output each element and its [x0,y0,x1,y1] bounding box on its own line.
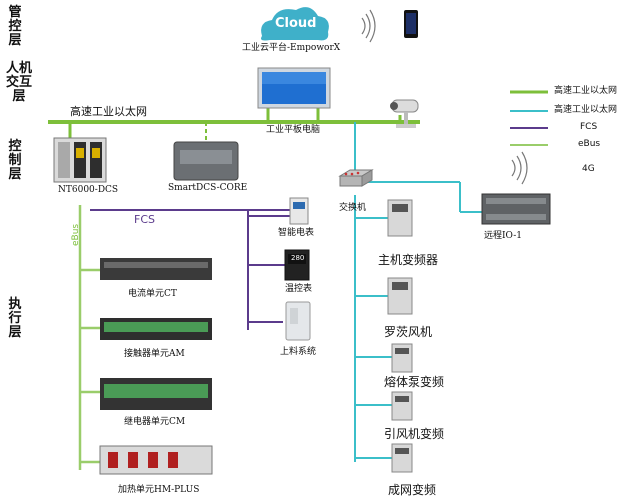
cloud-icon [261,7,329,41]
vfd-label-roots: 罗茨风机 [384,325,433,339]
vfd-web-icon [391,443,413,473]
vfd-fan-icon [391,391,413,421]
layer-label-management: 管控层 [8,5,22,48]
legend-label-4: 4G [582,164,595,174]
nt6000-controller-icon [53,137,107,183]
legend-label-0: 高速工业以太网 [554,86,618,96]
vfd-label-melt: 熔体泵变频 [384,375,445,389]
switch-icon [338,169,374,187]
phone-icon [404,10,418,38]
feeding-system-icon [285,301,311,341]
smart-meter-icon [289,197,309,225]
tablet-pc-icon [257,67,331,109]
smartdcs-controller-icon [173,141,239,181]
cloud-platform-label: 工业云平台-EmpoworX [242,43,341,53]
vfd-melt-icon [391,343,413,373]
vfd-label-web: 成网变频 [388,483,437,497]
vfd-roots-icon [387,277,413,315]
temperature-controller-icon [284,249,310,281]
vfd-label-fan: 引风机变频 [384,427,445,441]
module-ct-icon [100,258,212,280]
vfd-label-main: 主机变频器 [378,253,439,267]
nt6000-label: NT6000-DCS [58,185,119,195]
smart-meter-label: 智能电表 [278,228,315,238]
layer-label-control: 控制层 [8,139,22,182]
remote-io-label: 远程IO-1 [484,231,523,241]
module-label-cm: 继电器单元CM [124,417,186,427]
wireless-icon [361,9,376,43]
vfd-main-icon [387,199,413,237]
module-label-ct: 电流单元CT [128,289,177,299]
remote-io-icon [481,193,551,225]
temp-controller-label: 温控表 [285,284,313,294]
module-cm-icon [100,378,212,410]
smartdcs-label: SmartDCS-CORE [168,183,248,193]
fcs-label: FCS [134,213,155,226]
layer-label-execution: 执行层 [8,297,22,340]
module-am-icon [100,318,212,340]
switch-label: 交换机 [339,203,367,213]
layer-label-hmi: 人机交互层 [6,61,33,104]
legend-label-2: FCS [580,122,598,132]
legend-label-1: 高速工业以太网 [554,105,618,115]
module-label-am: 接触器单元AM [124,349,185,359]
tablet-pc-label: 工业平板电脑 [266,125,321,135]
module-hm-icon [99,445,213,475]
ethernet-label: 高速工业以太网 [70,105,147,118]
ebus-label: eBus [71,223,81,246]
module-label-hm: 加热单元HM-PLUS [118,485,200,495]
camera-icon [390,99,419,128]
cloud-text: Cloud [275,16,317,31]
temp-display: 280 [291,254,305,262]
legend-label-3: eBus [578,139,601,149]
feeding-system-label: 上料系统 [280,347,317,357]
wireless-4g-icon [511,151,528,185]
